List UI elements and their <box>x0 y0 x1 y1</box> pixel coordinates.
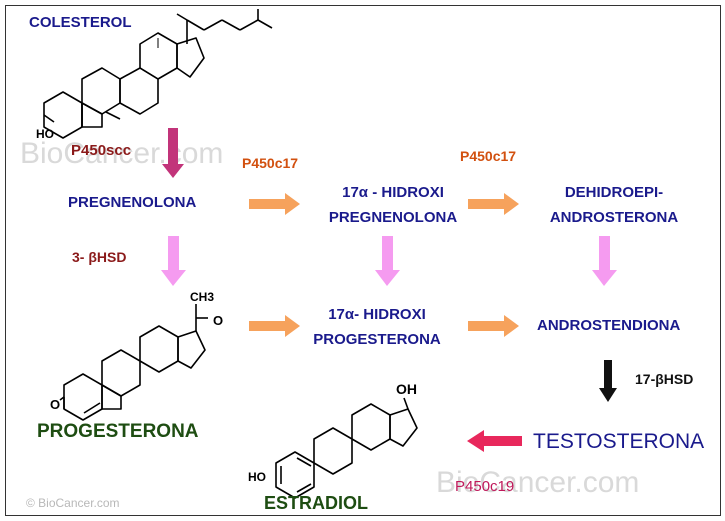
node-17oh-pregnenolona-line2: PREGNENOLONA <box>328 209 458 226</box>
arrow-prog-to-17oh-prog <box>249 315 300 337</box>
arrow-17bhsd <box>599 360 617 402</box>
progesterone-ring-o: O <box>50 397 61 412</box>
arrow-preg-to-prog <box>161 236 186 286</box>
arrow-17oh-preg-to-dhea <box>468 193 519 215</box>
progesterone-ketone-o: O <box>213 313 224 328</box>
colesterol-label: COLESTEROL <box>29 14 132 31</box>
arrow-p450c19 <box>467 430 522 452</box>
enzyme-3bhsd: 3- βHSD <box>72 249 127 265</box>
arrow-17oh-prog-to-androstendiona <box>468 315 519 337</box>
node-17oh-progesterona-line2: PROGESTERONA <box>313 331 441 348</box>
node-17oh-pregnenolona-line1: 17α - HIDROXI <box>342 184 444 201</box>
watermark-top: BioCancer.com <box>20 137 224 170</box>
node-dhea-line1: DEHIDROEPI- <box>564 184 664 201</box>
node-17oh-pregnenolona: 17α - HIDROXI PREGNENOLONA <box>318 180 468 230</box>
estradiol-label: ESTRADIOL <box>264 493 369 513</box>
arrow-dhea-to-androstendiona <box>592 236 617 286</box>
progesterone-ch3: CH3 <box>190 290 215 304</box>
node-pregnenolona: PREGNENOLONA <box>68 194 197 211</box>
cholesterol-ho: HO <box>36 127 54 141</box>
arrows <box>161 128 617 452</box>
node-testosterona: TESTOSTERONA <box>533 430 705 453</box>
progesterone-structure <box>59 304 208 421</box>
node-dhea: DEHIDROEPI- ANDROSTERONA <box>538 180 690 230</box>
arrow-p450scc <box>162 128 184 178</box>
node-dhea-line2: ANDROSTERONA <box>549 209 679 226</box>
estradiol-oh: OH <box>396 381 417 397</box>
estradiol-structure <box>275 397 418 499</box>
enzyme-p450scc: P450scc <box>71 142 132 159</box>
node-17oh-progesterona-line1: 17α- HIDROXI <box>328 306 426 323</box>
node-17oh-progesterona: 17α- HIDROXI PROGESTERONA <box>302 302 452 352</box>
progesterona-label: PROGESTERONA <box>37 421 199 442</box>
enzyme-p450c17-b: P450c17 <box>460 148 517 164</box>
estradiol-ho: HO <box>248 470 266 484</box>
enzyme-p450c17-a: P450c17 <box>242 155 299 171</box>
arrow-17oh-preg-to-17oh-prog <box>375 236 400 286</box>
arrow-preg-to-17oh-preg <box>249 193 300 215</box>
node-androstendiona: ANDROSTENDIONA <box>537 317 681 334</box>
enzyme-p450c19: P450c19 <box>455 478 515 495</box>
enzyme-17bhsd: 17-βHSD <box>635 371 694 387</box>
watermark-bottom: BioCancer.com <box>436 466 640 499</box>
copyright: © BioCancer.com <box>26 496 120 510</box>
cholesterol-structure <box>43 9 273 139</box>
diagram-frame <box>5 5 721 516</box>
